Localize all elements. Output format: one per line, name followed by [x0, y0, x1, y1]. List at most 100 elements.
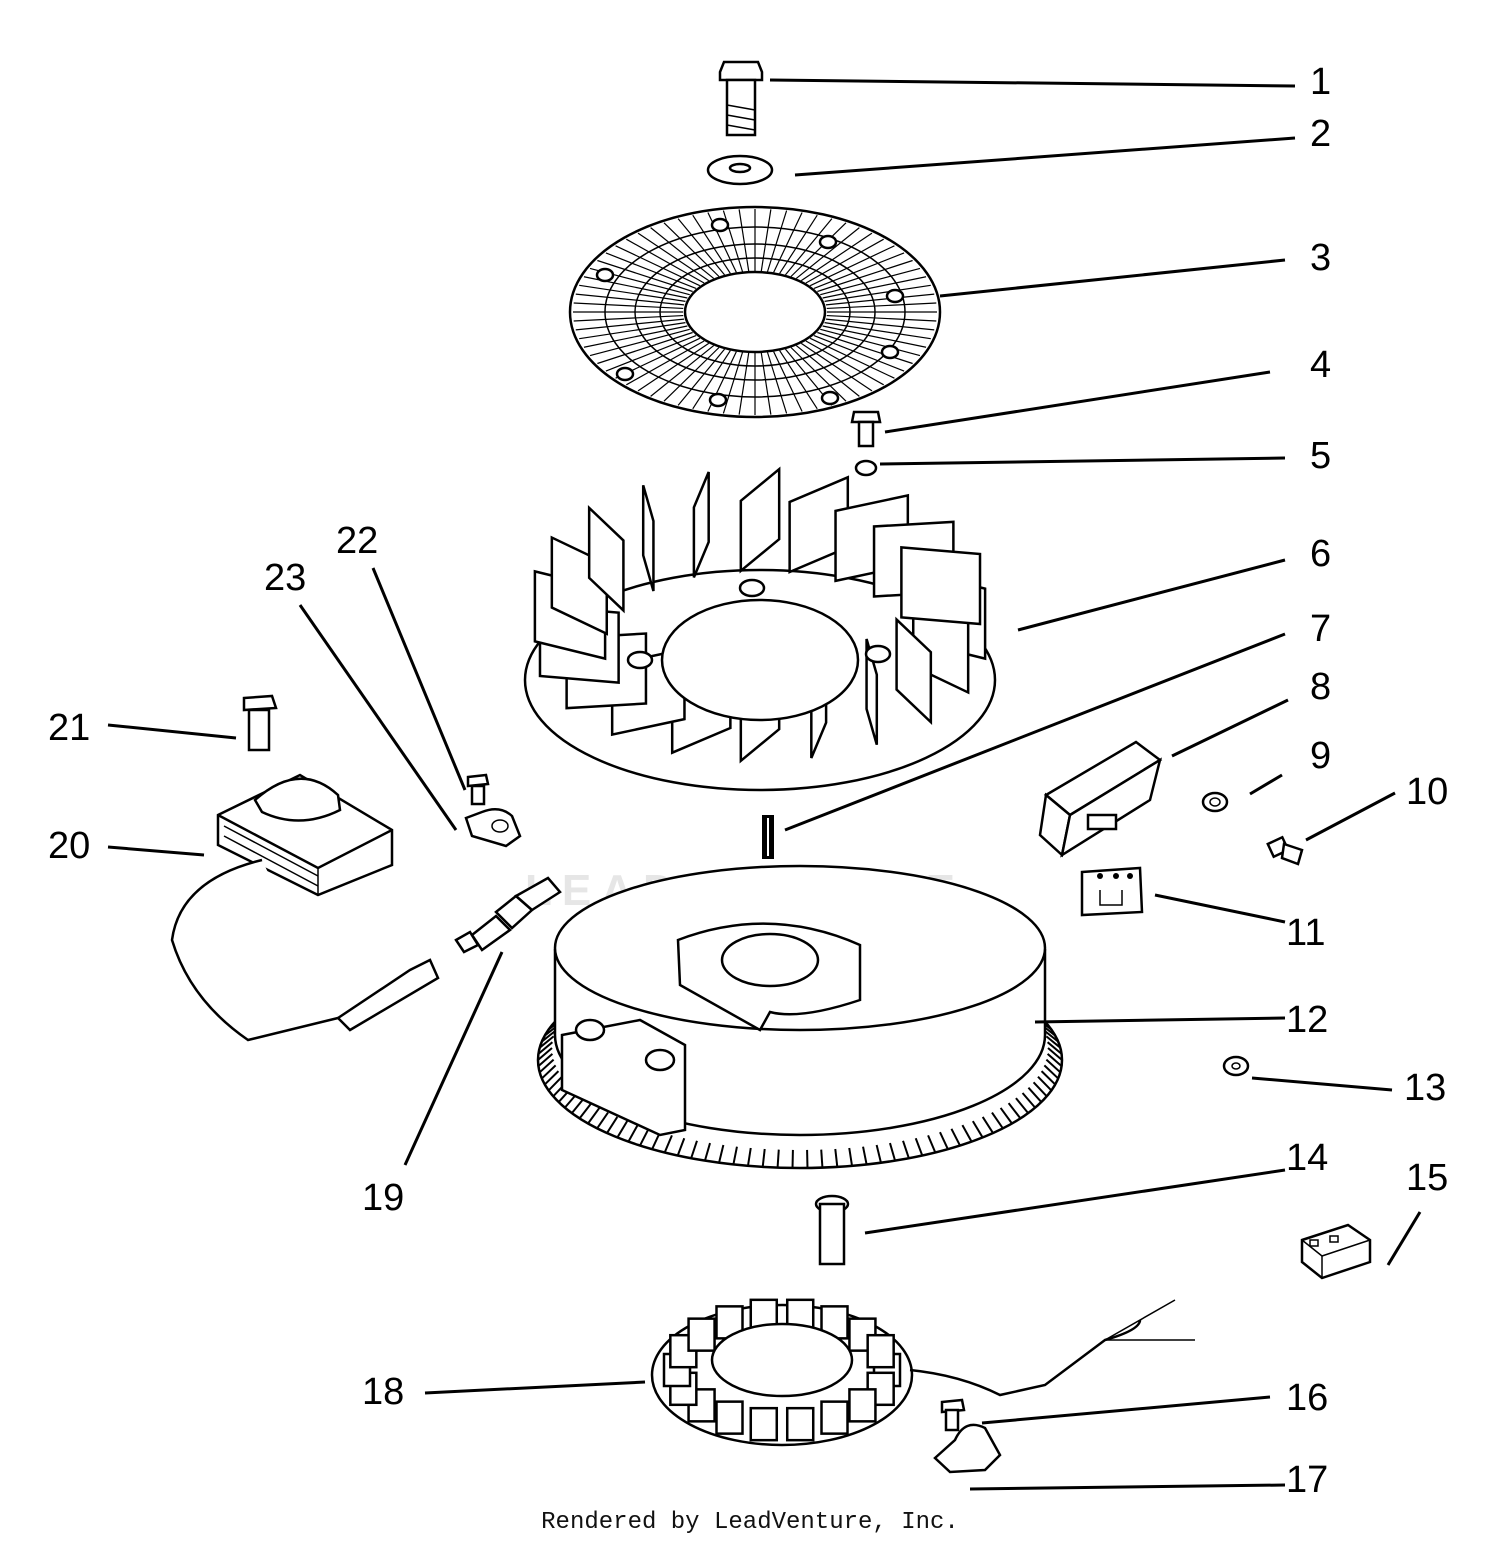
screen-spoke — [822, 325, 927, 348]
callout-17: 17 — [1286, 1459, 1328, 1501]
gear-tooth — [862, 1146, 868, 1165]
leader-4 — [884, 370, 1271, 434]
fan-blade — [692, 471, 710, 578]
screen-spoke — [809, 245, 895, 287]
leader-lines — [107, 78, 1422, 1491]
gear-tooth — [539, 1035, 555, 1049]
screen-spoke — [784, 218, 833, 276]
callout-12: 12 — [1286, 999, 1328, 1041]
leader-22 — [371, 567, 467, 791]
screen-spoke — [663, 347, 720, 402]
part-screw-21 — [242, 694, 278, 752]
part-screw-4 — [850, 410, 882, 448]
gear-tooth — [761, 1148, 766, 1168]
gear-tooth — [834, 1148, 839, 1168]
gear-tooth — [1043, 1029, 1059, 1043]
gear-tooth — [616, 1120, 629, 1138]
gear-tooth — [914, 1137, 924, 1156]
screen-spoke — [579, 322, 686, 340]
gear-tooth — [676, 1137, 686, 1156]
part-bolt-1 — [718, 60, 764, 137]
gear-tooth — [639, 1128, 650, 1146]
part-washer-13 — [1222, 1055, 1250, 1077]
screen-spoke — [637, 342, 710, 392]
screen-spoke — [805, 238, 884, 284]
part-washer-2 — [706, 154, 774, 186]
screen-spoke — [589, 328, 690, 357]
fan-blade — [865, 638, 879, 746]
fan-blade — [641, 484, 655, 592]
gear-tooth — [848, 1147, 854, 1167]
part-stator-18 — [650, 1298, 1195, 1447]
leader-20 — [107, 845, 205, 857]
gear-tooth — [950, 1128, 961, 1146]
part-screw-22 — [466, 773, 490, 806]
screen-spoke — [826, 314, 937, 322]
screen-spoke — [677, 218, 726, 276]
screen-spoke — [738, 352, 750, 415]
gear-tooth — [971, 1120, 984, 1138]
part-clamp-23 — [464, 808, 522, 848]
screen-spoke — [738, 209, 750, 272]
leader-19 — [403, 951, 504, 1166]
leader-17 — [969, 1483, 1286, 1491]
screen-spoke — [573, 302, 684, 310]
callout-7: 7 — [1310, 608, 1331, 650]
stator-pole — [866, 1333, 895, 1369]
gear-tooth — [544, 1070, 560, 1086]
part-fan-6 — [523, 466, 997, 792]
screen-spoke — [805, 340, 884, 386]
stator-pole — [848, 1388, 877, 1423]
screen-spoke — [826, 302, 937, 310]
leader-10 — [1305, 791, 1396, 842]
gear-tooth — [578, 1102, 593, 1120]
screen-spoke — [663, 222, 720, 277]
part-clamp-17 — [933, 1423, 1002, 1474]
leader-6 — [1017, 558, 1286, 632]
part-screw-10 — [1266, 835, 1304, 866]
part-flywheel-12 — [536, 864, 1064, 1170]
gear-tooth — [1040, 1070, 1056, 1086]
leader-13 — [1251, 1076, 1393, 1092]
screen-spoke — [779, 350, 818, 410]
screen-spoke — [583, 325, 688, 348]
callout-8: 8 — [1310, 666, 1331, 708]
callout-9: 9 — [1310, 735, 1331, 777]
leader-21 — [107, 723, 237, 740]
callout-16: 16 — [1286, 1377, 1328, 1419]
screen-spoke — [605, 334, 697, 372]
screen-spoke — [575, 318, 685, 331]
callout-14: 14 — [1286, 1137, 1328, 1179]
gear-tooth — [1027, 1087, 1043, 1103]
gear-tooth — [539, 1058, 555, 1074]
gear-tooth — [703, 1142, 711, 1161]
screen-spoke — [800, 232, 873, 282]
callout-1: 1 — [1310, 61, 1331, 103]
screen-spoke — [779, 214, 818, 274]
part-sensor-19 — [454, 876, 562, 954]
leader-8 — [1171, 698, 1289, 758]
gear-tooth — [939, 1131, 949, 1150]
gear-tooth — [991, 1112, 1004, 1129]
screen-spoke — [575, 293, 685, 306]
gear-tooth — [541, 1029, 557, 1043]
screen-spoke — [615, 245, 701, 287]
callout-6: 6 — [1310, 533, 1331, 575]
screen-spoke — [650, 227, 715, 279]
screen-spoke — [766, 352, 788, 414]
gear-tooth — [927, 1134, 937, 1153]
leader-7 — [784, 632, 1286, 832]
stator-pole — [785, 1406, 815, 1442]
screen-spoke — [817, 331, 913, 365]
stator-pole — [715, 1400, 744, 1435]
screen-spoke — [692, 350, 731, 410]
screen-spoke — [800, 342, 873, 392]
fan-blade — [788, 475, 850, 574]
gear-tooth — [547, 1076, 563, 1092]
leader-18 — [424, 1380, 646, 1395]
screen-spoke — [637, 232, 710, 282]
screen-spoke — [650, 345, 715, 397]
part-key-7 — [762, 815, 774, 859]
gear-tooth — [889, 1142, 897, 1161]
stator-pole — [749, 1406, 779, 1442]
